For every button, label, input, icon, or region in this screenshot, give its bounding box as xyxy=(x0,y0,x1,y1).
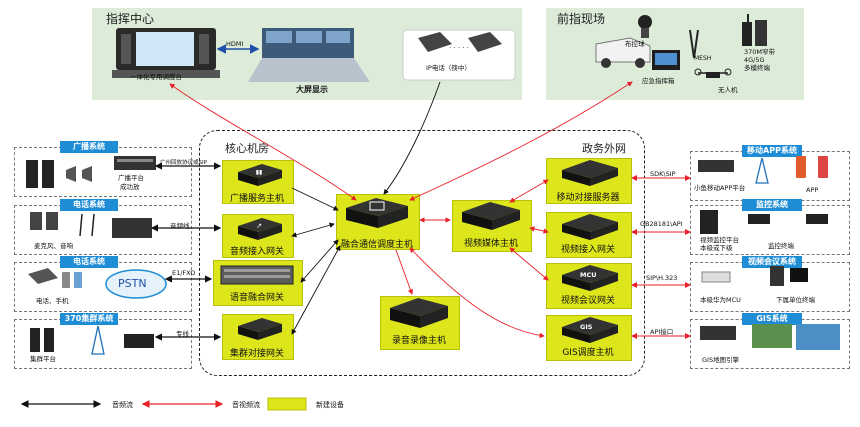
app-server-icon xyxy=(698,156,828,184)
radio-terminal-icon xyxy=(742,14,767,46)
pstn-cloud-icon xyxy=(105,269,167,299)
gis-inline-label: GIS xyxy=(580,323,593,331)
gis-engine-label: GIS地图引擎 xyxy=(702,356,740,364)
mcu-label: 本级华为MCU xyxy=(700,296,741,304)
video-conf-system-title: 视频会议系统 xyxy=(742,256,802,268)
microphone-icon xyxy=(30,212,152,238)
subordinate-terminal-label: 下属单位终端 xyxy=(776,296,815,304)
screen-label: 大屏显示 xyxy=(296,85,328,94)
monitor-platform-label: 视频监控平台 本级或下级 xyxy=(700,236,739,252)
audio-line-label: 音频线 xyxy=(170,222,190,230)
server-glyph-record xyxy=(390,298,448,328)
legend-audio-label: 音频流 xyxy=(112,401,133,409)
video-media-host-label: 视频媒体主机 xyxy=(463,239,518,249)
vehicle-icon xyxy=(595,37,651,68)
amplifier-icon xyxy=(114,156,156,170)
command-center-title: 指挥中心 xyxy=(106,12,155,26)
conf-gateway-label: 视频会议网关 xyxy=(560,296,615,306)
mesh-label: MESH xyxy=(694,55,712,62)
emergency-box-label: 应急指挥箱 xyxy=(642,77,675,85)
monitor-terminal-label: 监控终端 xyxy=(768,242,794,250)
legend-new-swatch xyxy=(267,397,307,411)
large-screen-icon xyxy=(248,28,370,82)
legend-av-label: 音视频流 xyxy=(232,401,260,409)
server-glyph-gis xyxy=(562,317,618,343)
server-glyph-fusion xyxy=(346,198,408,228)
gis-system-title: GIS系统 xyxy=(742,313,802,325)
server-glyph-broadcast: ▮▮ xyxy=(238,164,282,186)
legend-new-label: 新建设备 xyxy=(316,401,344,409)
gis-host-label: GIS调度主机 xyxy=(562,348,614,358)
server-glyph-trunk xyxy=(238,318,282,340)
console-label: 一体化专用调度台 xyxy=(130,73,182,81)
camera-label: 布控球 xyxy=(625,40,645,48)
speaker-cabinet-icon xyxy=(26,160,92,188)
server-glyph-mobile xyxy=(562,160,618,186)
emergency-box-icon xyxy=(652,50,680,70)
mobile-app-system-title: 移动APP系统 xyxy=(742,145,802,157)
radio-handset-icon xyxy=(30,325,154,355)
ip-phone-icon: . . . . . xyxy=(402,29,516,81)
bands-label: 370M窄带 4G/5G 多模终端 xyxy=(744,48,776,72)
monitor-platform-icon xyxy=(700,210,828,234)
trunk-system-title: 370集群系统 xyxy=(60,313,118,325)
app-platform-label: 小鱼移动APP平台 xyxy=(694,184,746,192)
phone-system-1-title: 电话系统 xyxy=(60,199,118,211)
front-site-title: 前指现场 xyxy=(557,12,606,26)
trunk-gateway-label: 集群对接网关 xyxy=(229,349,284,359)
console-icon xyxy=(112,28,220,78)
fusion-host-label: 融合通信调度主机 xyxy=(340,240,413,250)
voice-gateway-label: 语音融合网关 xyxy=(229,293,284,303)
audio-gateway-label: 音频接入网关 xyxy=(229,247,284,257)
server-glyph-video-media xyxy=(462,202,520,230)
sip-h323-label: SIP\H.323 xyxy=(646,274,678,282)
monitor-system-title: 监控系统 xyxy=(742,199,802,211)
phone-mobile-label: 电话、手机 xyxy=(36,297,69,305)
server-glyph-video-gateway xyxy=(562,214,618,240)
sdk-sip-label: SDK\SIP xyxy=(650,170,676,178)
record-host-label: 录音录像主机 xyxy=(391,336,446,346)
drone-icon xyxy=(694,68,732,78)
gb28181-label: GB28181\API xyxy=(640,220,683,228)
server-glyph-conf xyxy=(562,265,618,291)
video-gateway-label: 视频接入网关 xyxy=(560,245,615,255)
mcu-inline-label: MCU xyxy=(580,271,597,279)
pstn-label: PSTN xyxy=(118,277,147,290)
telephone-icon xyxy=(28,268,82,288)
broadcast-system-title: 广播系统 xyxy=(60,141,118,153)
mcu-terminal-icon xyxy=(701,266,808,286)
broadcast-platform-label: 广播平台 xyxy=(118,174,144,182)
app-label: APP xyxy=(806,186,819,194)
svg-text:↗: ↗ xyxy=(256,222,262,230)
server-glyph-audio: ↗ xyxy=(238,218,282,240)
phone-system-2-title: 电话系统 xyxy=(60,256,118,268)
api-label: API接口 xyxy=(650,328,674,336)
broadcast-amp-label: 成功放 xyxy=(120,183,140,191)
e1fxo-label: E1/FXO xyxy=(172,269,196,277)
mic-speaker-label: 麦克风、音响 xyxy=(34,242,73,250)
mesh-antenna-icon xyxy=(689,29,699,59)
hdmi-label: HDMI xyxy=(226,40,244,48)
ipphone-label: IP电话（筷中） xyxy=(426,64,471,72)
svg-text:. . . . .: . . . . . xyxy=(449,42,469,50)
dedicated-line-label: 专线 xyxy=(176,330,189,338)
server-glyph-voice xyxy=(220,265,294,285)
svg-text:▮▮: ▮▮ xyxy=(256,169,263,176)
camera-ball-icon xyxy=(638,15,652,38)
trunk-platform-label: 集群平台 xyxy=(30,355,56,363)
gis-engine-icon xyxy=(700,324,840,350)
broadcast-link-label: 广州回放协议或SIP xyxy=(160,160,207,166)
drone-label: 无人机 xyxy=(718,86,738,94)
